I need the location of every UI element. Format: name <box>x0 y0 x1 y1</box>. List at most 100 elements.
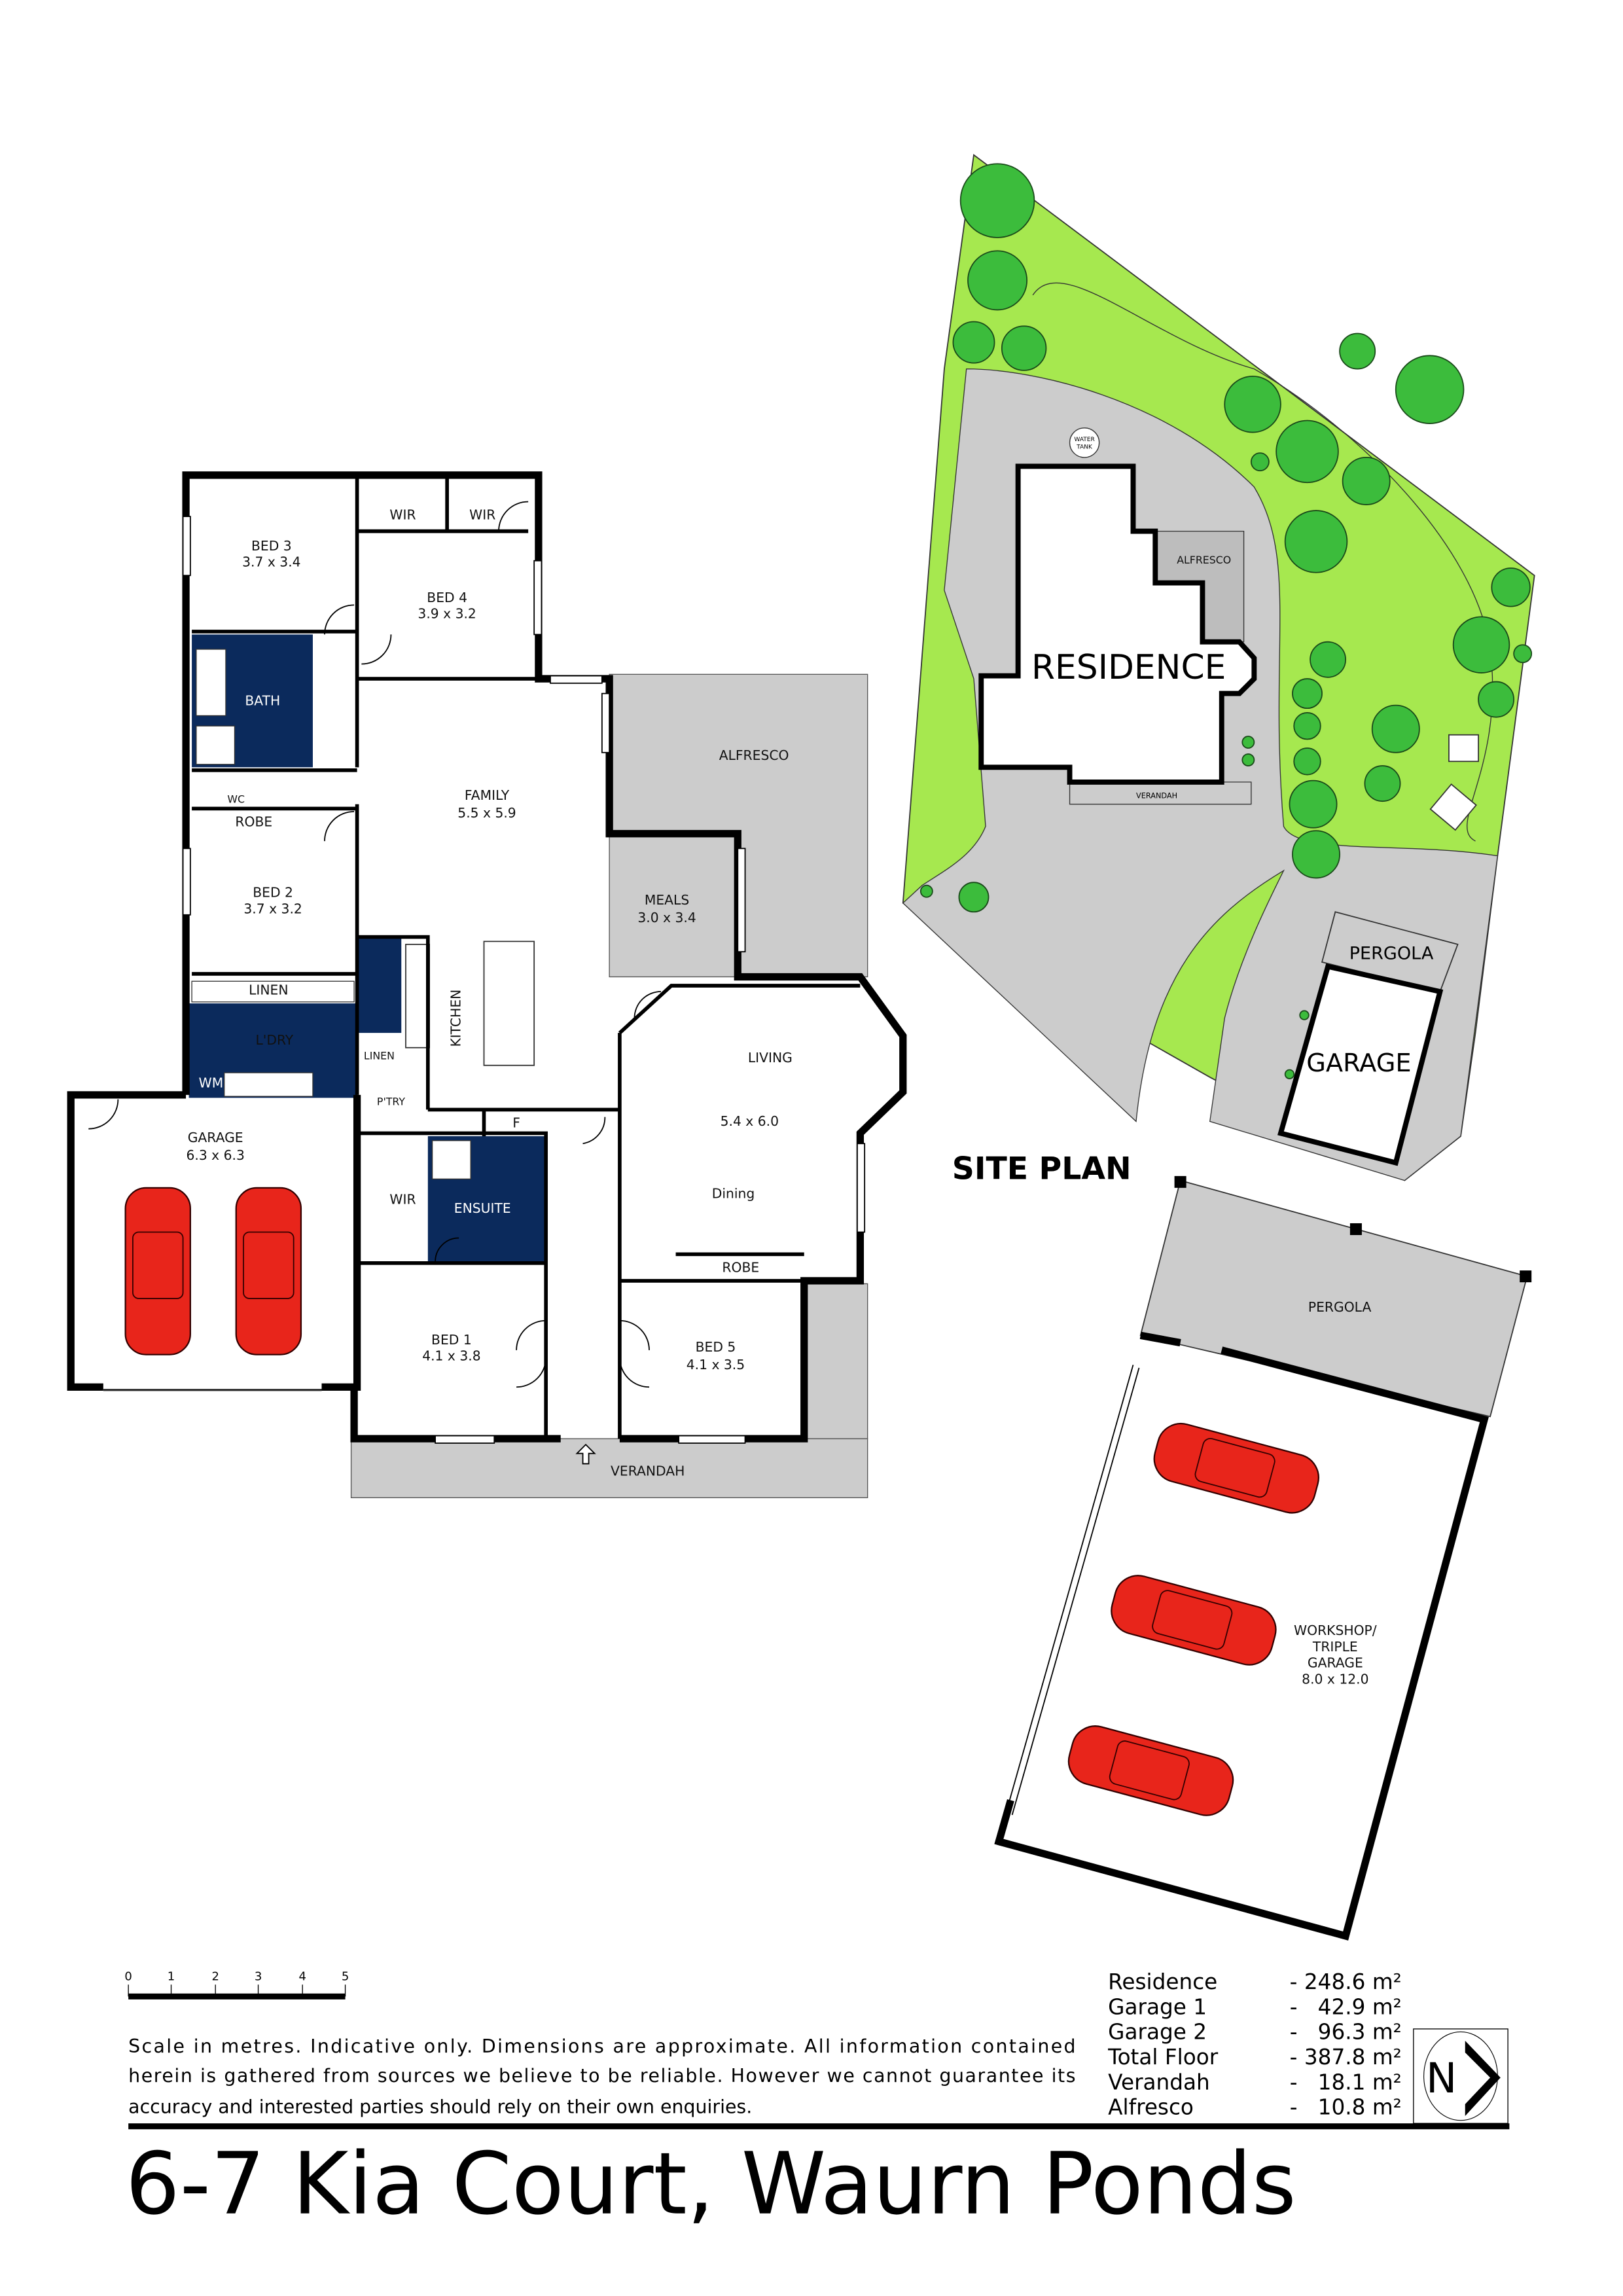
tree-icon <box>1299 1010 1310 1020</box>
scale-tick-label: 5 <box>342 1970 349 1984</box>
entry-arrow-icon <box>575 1443 596 1465</box>
site-path <box>1032 282 1493 842</box>
door-swing <box>324 604 355 635</box>
meals-dims: 3.0 x 3.4 <box>637 910 696 925</box>
site-alfresco-label: ALFRESCO <box>1177 554 1231 566</box>
disclaimer: Scale in metres. Indicative only. Dimens… <box>128 2036 1075 2117</box>
bed3-dims: 3.7 x 3.4 <box>242 554 300 570</box>
window <box>737 848 746 953</box>
tree-icon <box>952 321 995 364</box>
workshop-plan: PERGOLA WORKSHOP/ TRIPLE GARAGE 8.0 x 12… <box>994 1175 1532 1941</box>
garage-label: GARAGE <box>188 1130 243 1145</box>
pantry-label: P'TRY <box>377 1096 405 1108</box>
tree-icon <box>1289 780 1338 829</box>
window <box>435 1435 495 1444</box>
windows <box>182 516 866 1444</box>
north-label: N <box>1426 2054 1457 2102</box>
wet-area <box>357 937 402 1033</box>
alfresco-label: ALFRESCO <box>719 747 789 763</box>
wir1-label: WIR <box>389 507 416 523</box>
door-swing <box>633 991 662 1018</box>
scale-ticks <box>128 1984 346 1997</box>
door-swing <box>88 1099 119 1130</box>
fridge-label: F <box>512 1115 520 1130</box>
window <box>550 675 603 684</box>
tree-icon <box>1395 355 1465 424</box>
tree-icon <box>919 884 933 898</box>
site-residence <box>978 463 1257 785</box>
ensuite-label: ENSUITE <box>454 1200 511 1216</box>
kitchen-bench <box>405 943 430 1049</box>
door-swing <box>361 634 392 665</box>
tree-icon <box>1339 332 1376 370</box>
bed2-dims: 3.7 x 3.2 <box>243 901 302 917</box>
site-shed <box>1448 734 1479 762</box>
area-value: - 387.8 m² <box>1290 2045 1402 2070</box>
wm-label: WM <box>199 1075 224 1091</box>
workshop-label-2: TRIPLE <box>1312 1639 1358 1655</box>
tree-icon <box>1293 712 1321 740</box>
water-tank-label-2: TANK <box>1076 444 1093 450</box>
bed1-dims: 4.1 x 3.8 <box>422 1348 480 1364</box>
workshop-label-3: GARAGE <box>1308 1655 1363 1671</box>
disclaimer-line-2: herein is gathered from sources we belie… <box>128 2065 1075 2087</box>
meals-label: MEALS <box>645 892 689 908</box>
workshop-label-1: WORKSHOP/ <box>1294 1623 1377 1638</box>
disclaimer-line-3: accuracy and interested parties should r… <box>128 2096 752 2117</box>
wir3-label: WIR <box>389 1192 416 1208</box>
robe1-label: ROBE <box>235 814 272 830</box>
tree-icon <box>1224 375 1281 433</box>
tree-icon <box>1292 678 1323 709</box>
bed5-dims: 4.1 x 3.5 <box>687 1357 745 1372</box>
area-label: Alfresco <box>1108 2095 1194 2120</box>
area-schedule: Residence - 248.6 m² Garage 1 - 42.9 m² … <box>1107 1969 1402 2120</box>
workshop-post <box>1520 1270 1532 1283</box>
water-tank-label-1: WATER <box>1074 437 1094 443</box>
linen1-label: LINEN <box>249 982 288 998</box>
tree-icon <box>1292 830 1341 879</box>
site-pergola-label: PERGOLA <box>1349 943 1434 963</box>
car-icon <box>124 1187 191 1355</box>
robe2-label: ROBE <box>722 1259 759 1275</box>
area-label: Verandah <box>1108 2070 1210 2094</box>
verandah-side <box>804 1283 868 1439</box>
workshop-label-4: 8.0 x 12.0 <box>1302 1671 1368 1687</box>
car-icon <box>1067 1725 1234 1816</box>
area-label: Residence <box>1108 1969 1217 1994</box>
door-swing <box>619 1319 650 1350</box>
site-trees <box>919 163 1533 1079</box>
verandah-area <box>350 1438 868 1498</box>
kitchen-island <box>483 941 535 1066</box>
tree-icon <box>1284 1069 1295 1079</box>
bath-tub <box>196 649 226 717</box>
wir2-label: WIR <box>469 507 495 523</box>
tree-icon <box>1241 753 1255 766</box>
area-value: - 96.3 m² <box>1290 2020 1402 2045</box>
tree-icon <box>1293 747 1321 776</box>
bath-label: BATH <box>245 693 280 709</box>
tree-icon <box>967 250 1028 311</box>
tree-icon <box>1001 325 1047 371</box>
workshop-walls <box>994 1331 1489 1941</box>
bed4-dims: 3.9 x 3.2 <box>418 606 476 622</box>
window <box>182 516 191 577</box>
site-garage <box>1277 963 1444 1166</box>
tree-icon <box>1275 420 1339 484</box>
workshop-open-side <box>1005 1365 1140 1816</box>
door-swing <box>619 1357 650 1388</box>
tree-icon <box>1452 616 1510 673</box>
property-title: 6-7 Kia Court, Waurn Ponds <box>126 2134 1296 2234</box>
area-value: - 10.8 m² <box>1290 2095 1402 2120</box>
living-dims: 5.4 x 6.0 <box>721 1113 779 1129</box>
bed1-label: BED 1 <box>431 1332 472 1348</box>
area-label: Garage 1 <box>1108 1994 1207 2019</box>
door-swing <box>516 1357 547 1388</box>
tree-icon <box>1478 681 1515 718</box>
workshop-post <box>1174 1175 1186 1188</box>
tree-icon <box>1364 765 1401 802</box>
living-label: LIVING <box>748 1050 793 1066</box>
area-value: - 18.1 m² <box>1290 2070 1402 2094</box>
window <box>856 1143 866 1233</box>
ensuite-shower <box>431 1140 471 1180</box>
